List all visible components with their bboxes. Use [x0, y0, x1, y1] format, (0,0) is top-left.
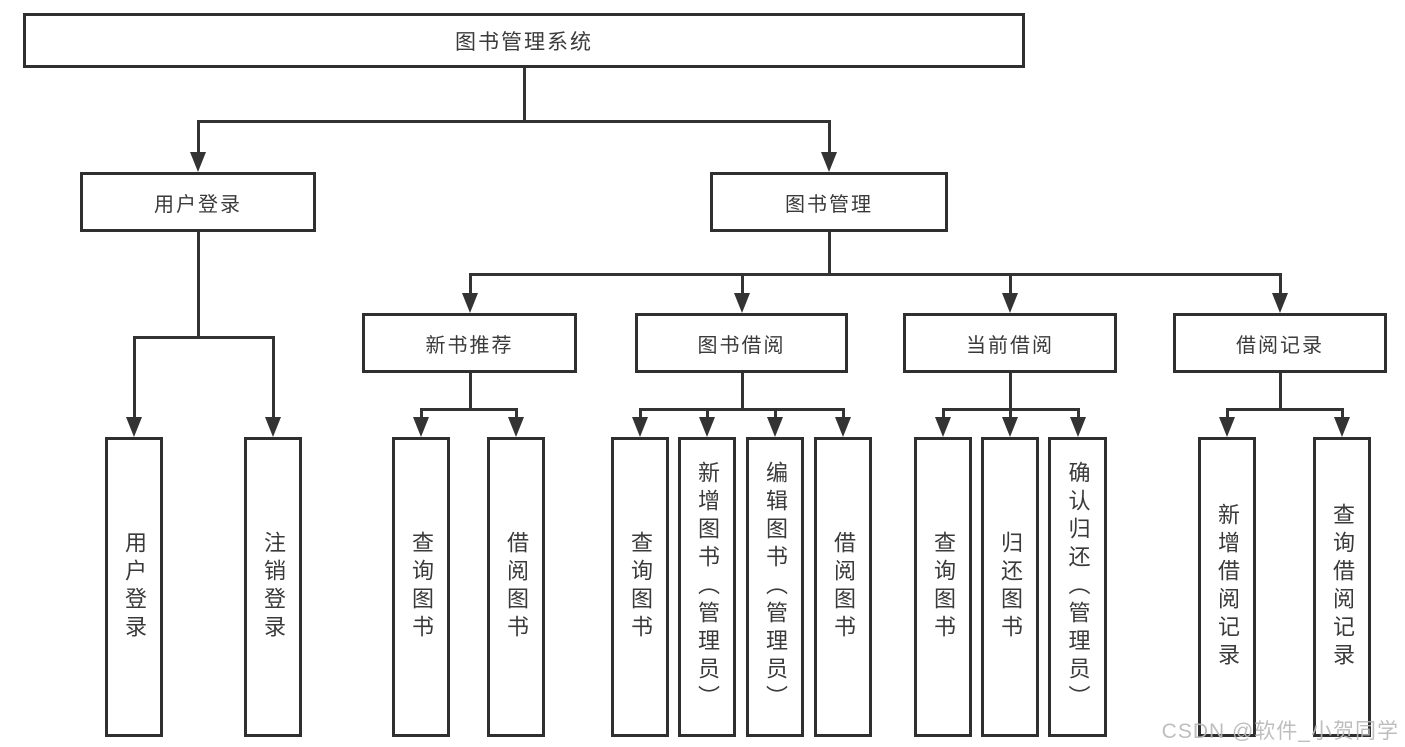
edge-drop-leaf-cb-confirm — [1076, 408, 1080, 423]
edge-stem-new-book-rec — [468, 373, 472, 411]
arrow-down-icon-leaf-logout — [265, 417, 281, 437]
arrow-down-icon-leaf-cb-search — [935, 417, 951, 437]
arrow-down-icon-leaf-bb-edit — [767, 417, 783, 437]
edge-drop-current-borrow — [1008, 273, 1012, 299]
arrow-down-icon-leaf-rec-search — [413, 417, 429, 437]
node-book-mgmt: 图书管理 — [710, 172, 948, 232]
edge-stem-book-mgmt — [827, 232, 831, 276]
edge-drop-leaf-bb-search — [638, 408, 642, 423]
node-current-borrow: 当前借阅 — [903, 313, 1117, 373]
arrow-down-icon-leaf-user-login — [126, 417, 142, 437]
node-leaf-bb-add: 新增图书（管理员） — [678, 437, 736, 737]
node-leaf-cb-return: 归还图书 — [981, 437, 1039, 737]
node-new-book-rec: 新书推荐 — [362, 313, 577, 373]
edge-drop-user-login — [196, 120, 200, 158]
node-book-borrow: 图书借阅 — [635, 313, 848, 373]
arrow-down-icon-leaf-br-search — [1334, 417, 1350, 437]
edge-drop-book-mgmt — [827, 120, 831, 158]
edge-drop-leaf-br-search — [1340, 408, 1344, 423]
edge-drop-leaf-rec-borrow — [514, 408, 518, 423]
edge-rail-borrow-record — [1225, 408, 1344, 411]
arrow-down-icon-borrow-record — [1272, 293, 1288, 313]
node-user-login: 用户登录 — [80, 172, 316, 232]
edge-drop-leaf-bb-edit — [773, 408, 777, 423]
arrow-down-icon-current-borrow — [1002, 293, 1018, 313]
arrow-down-icon-leaf-rec-borrow — [508, 417, 524, 437]
edge-drop-leaf-cb-search — [941, 408, 945, 423]
node-leaf-bb-edit: 编辑图书（管理员） — [746, 437, 804, 737]
node-leaf-rec-search: 查询图书 — [392, 437, 450, 737]
node-leaf-br-add: 新增借阅记录 — [1198, 437, 1256, 737]
arrow-down-icon-leaf-cb-confirm — [1070, 417, 1086, 437]
node-leaf-bb-borrow: 借阅图书 — [814, 437, 872, 737]
arrow-down-icon-leaf-bb-add — [699, 417, 715, 437]
edge-stem-user-login — [196, 232, 200, 339]
edge-rail-new-book-rec — [419, 408, 518, 411]
node-leaf-cb-confirm: 确认归还（管理员） — [1048, 437, 1107, 737]
edge-drop-leaf-rec-search — [419, 408, 423, 423]
arrow-down-icon-book-borrow — [734, 293, 750, 313]
arrow-down-icon-new-book-rec — [462, 293, 478, 313]
edge-rail-book-mgmt — [468, 273, 1282, 276]
edge-drop-leaf-user-login — [132, 336, 136, 423]
edge-rail-user-login — [132, 336, 275, 339]
watermark: CSDN @软件_小贺同学 — [1161, 720, 1399, 743]
edge-stem-book-borrow — [740, 373, 744, 411]
arrow-down-icon-leaf-cb-return — [1002, 417, 1018, 437]
node-leaf-br-search: 查询借阅记录 — [1313, 437, 1371, 737]
edge-rail-root — [196, 120, 831, 123]
edge-drop-book-borrow — [740, 273, 744, 299]
node-leaf-bb-search: 查询图书 — [611, 437, 669, 737]
edge-drop-leaf-br-add — [1225, 408, 1229, 423]
arrow-down-icon-user-login — [190, 152, 206, 172]
node-leaf-logout: 注销登录 — [244, 437, 302, 737]
arrow-down-icon-book-mgmt — [821, 152, 837, 172]
edge-drop-leaf-cb-return — [1008, 408, 1012, 423]
edge-stem-root — [522, 68, 526, 123]
edge-drop-leaf-logout — [271, 336, 275, 423]
edge-drop-borrow-record — [1278, 273, 1282, 299]
arrow-down-icon-leaf-bb-borrow — [835, 417, 851, 437]
edge-drop-new-book-rec — [468, 273, 472, 299]
node-leaf-cb-search: 查询图书 — [914, 437, 972, 737]
arrow-down-icon-leaf-bb-search — [632, 417, 648, 437]
edge-stem-borrow-record — [1278, 373, 1282, 411]
node-leaf-rec-borrow: 借阅图书 — [487, 437, 545, 737]
node-borrow-record: 借阅记录 — [1173, 313, 1387, 373]
edge-stem-current-borrow — [1008, 373, 1012, 411]
edge-rail-book-borrow — [638, 408, 845, 411]
arrow-down-icon-leaf-br-add — [1219, 417, 1235, 437]
edge-drop-leaf-bb-add — [705, 408, 709, 423]
node-leaf-user-login: 用户登录 — [105, 437, 163, 737]
node-root: 图书管理系统 — [23, 13, 1025, 68]
edge-drop-leaf-bb-borrow — [841, 408, 845, 423]
